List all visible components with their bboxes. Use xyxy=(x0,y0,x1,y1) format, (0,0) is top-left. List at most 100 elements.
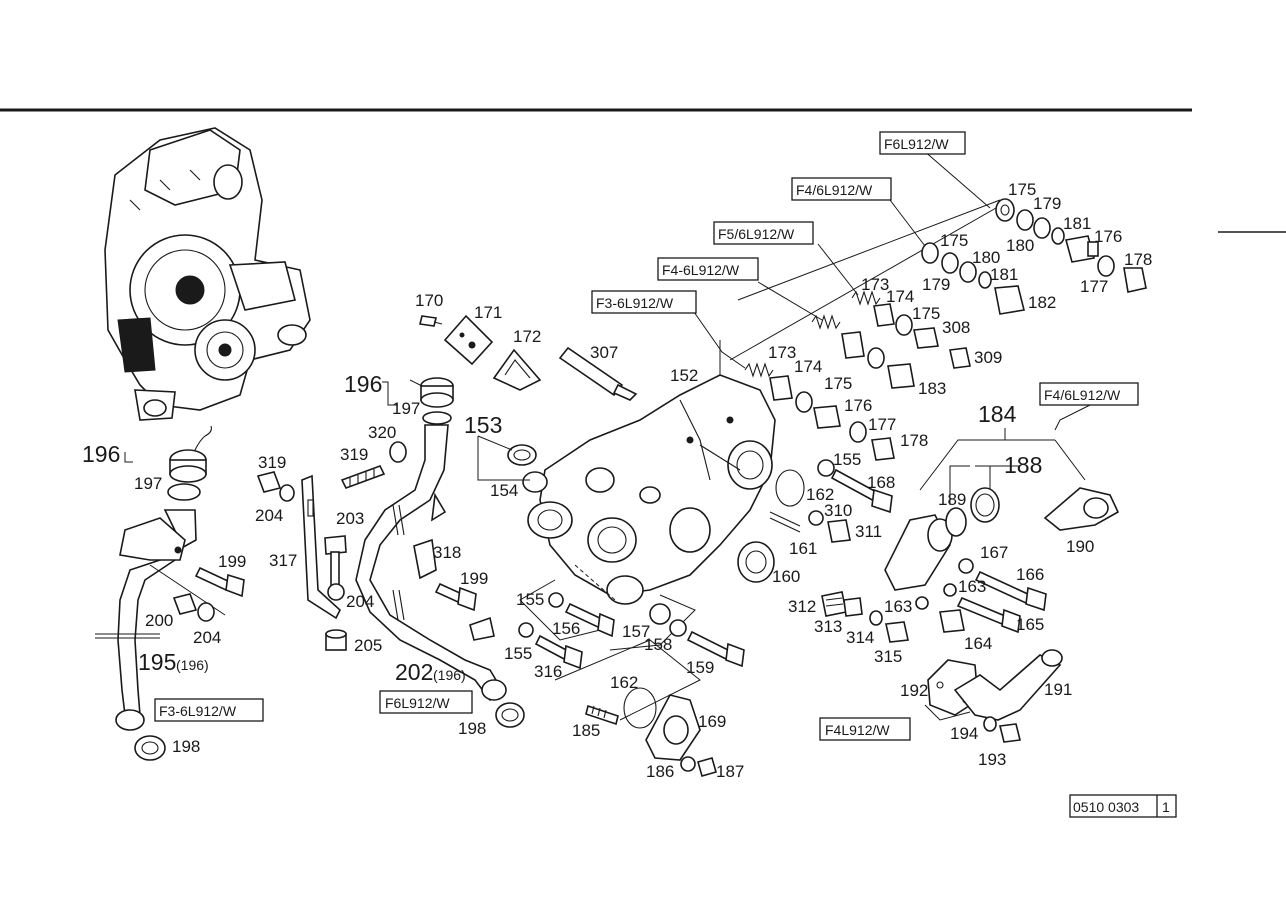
svg-text:F4/6L912/W: F4/6L912/W xyxy=(1044,387,1121,403)
sensor-312 xyxy=(821,591,847,617)
svg-text:F4L912/W: F4L912/W xyxy=(825,722,890,738)
label-316: 316 xyxy=(534,662,562,681)
label-160: 160 xyxy=(772,567,800,586)
washer-181-a xyxy=(1051,227,1065,245)
plug-178-b xyxy=(871,437,895,461)
seal-198-a xyxy=(134,735,166,761)
plug-176-a xyxy=(1064,235,1099,263)
washer-179-a xyxy=(1016,209,1034,231)
washer-180-a xyxy=(1033,217,1051,239)
washer-175-a xyxy=(995,198,1015,222)
washer-177-b xyxy=(849,421,867,443)
washer-179-b xyxy=(941,252,959,274)
nut-193 xyxy=(999,723,1021,743)
label-195: 195 xyxy=(138,649,176,675)
svg-text:F3-6L912/W: F3-6L912/W xyxy=(159,703,237,719)
label-155: 155 xyxy=(833,450,861,469)
svg-text:F6L912/W: F6L912/W xyxy=(884,136,949,152)
ring-188 xyxy=(970,487,1000,523)
nut-319-a xyxy=(256,471,282,493)
label-313: 313 xyxy=(814,617,842,636)
plug-308 xyxy=(913,327,939,349)
label-163: 163 xyxy=(884,597,912,616)
washer-186 xyxy=(680,756,696,772)
variant-box-f6l912w-top: F6L912/W xyxy=(879,131,966,155)
label-319: 319 xyxy=(258,453,286,472)
adapter-313 xyxy=(843,597,863,617)
label-197: 197 xyxy=(134,474,162,493)
label-202: 202 xyxy=(395,659,433,685)
washer-194 xyxy=(983,716,997,732)
bolt-199-b xyxy=(434,582,477,612)
gasket-197-a xyxy=(167,483,201,501)
washer-320 xyxy=(389,441,407,463)
washer-167 xyxy=(958,558,974,574)
label-199: 199 xyxy=(460,569,488,588)
label-317: 317 xyxy=(269,551,297,570)
washer-163-b xyxy=(915,596,929,610)
label-311: 311 xyxy=(855,522,882,541)
washer-180-b xyxy=(959,261,977,283)
washer-175-e xyxy=(795,391,813,413)
filler-cap-196-b xyxy=(420,377,454,408)
label-196: 196 xyxy=(344,371,382,397)
bolt-156 xyxy=(564,602,615,638)
part-number-labels: 175 179 180 181 176 178 177 175 180 179 … xyxy=(82,180,1152,781)
spring-173-b xyxy=(811,314,841,330)
label-188: 188 xyxy=(1004,452,1042,478)
label-176: 176 xyxy=(844,396,872,415)
screw-170 xyxy=(419,315,443,327)
bracket-172 xyxy=(492,348,542,391)
label-178: 178 xyxy=(900,431,928,450)
variant-box-f3-6l912w-top: F3-6L912/W xyxy=(591,290,697,314)
washer-204-c xyxy=(327,583,345,601)
label-152: 152 xyxy=(670,366,698,385)
plug-164 xyxy=(939,609,965,633)
bolt-203 xyxy=(324,535,347,587)
label-191: 191 xyxy=(1044,680,1072,699)
label-156: 156 xyxy=(552,619,580,638)
label-197: 197 xyxy=(392,399,420,418)
plug-311 xyxy=(827,519,851,543)
label-158: 158 xyxy=(644,635,672,654)
label-167: 167 xyxy=(980,543,1008,562)
washer-314 xyxy=(869,610,883,626)
washer-181-b xyxy=(978,271,992,289)
pipe-202 xyxy=(355,424,507,702)
plug-176-b xyxy=(813,405,841,429)
label-193: 193 xyxy=(978,750,1006,769)
engine-overview-illustration xyxy=(104,127,311,421)
label-180: 180 xyxy=(972,248,1000,267)
cover-169 xyxy=(645,694,701,761)
label-204: 204 xyxy=(255,506,283,525)
label-155: 155 xyxy=(504,644,532,663)
label-198: 198 xyxy=(458,719,486,738)
washer-177-a xyxy=(1097,255,1115,277)
label-310: 310 xyxy=(824,501,852,520)
spring-173-a xyxy=(851,290,881,306)
bracket-317 xyxy=(301,474,341,620)
plug-315 xyxy=(885,621,909,643)
washer-204-b xyxy=(197,602,215,622)
variant-box-f4l912w: F4L912/W xyxy=(819,717,911,741)
label-177: 177 xyxy=(1080,277,1108,296)
label-175: 175 xyxy=(912,304,940,323)
label-174: 174 xyxy=(794,357,822,376)
washer-163-a xyxy=(943,583,957,597)
cover-160 xyxy=(737,541,775,583)
variant-box-f56l912w: F5/6L912/W xyxy=(713,221,814,245)
label-173: 173 xyxy=(768,343,796,362)
label-199: 199 xyxy=(218,552,246,571)
label-185: 185 xyxy=(572,721,600,740)
piston-174-c xyxy=(769,375,793,401)
label-320: 320 xyxy=(368,423,396,442)
svg-text:F4/6L912/W: F4/6L912/W xyxy=(796,182,873,198)
drawing-number: 0510 0303 xyxy=(1073,799,1139,815)
label-181: 181 xyxy=(990,265,1018,284)
bolt-165 xyxy=(956,596,1021,634)
spring-173-c xyxy=(744,362,774,378)
label-176: 176 xyxy=(1094,227,1122,246)
label-182: 182 xyxy=(1028,293,1056,312)
label-171: 171 xyxy=(474,303,502,322)
label-198: 198 xyxy=(172,737,200,756)
